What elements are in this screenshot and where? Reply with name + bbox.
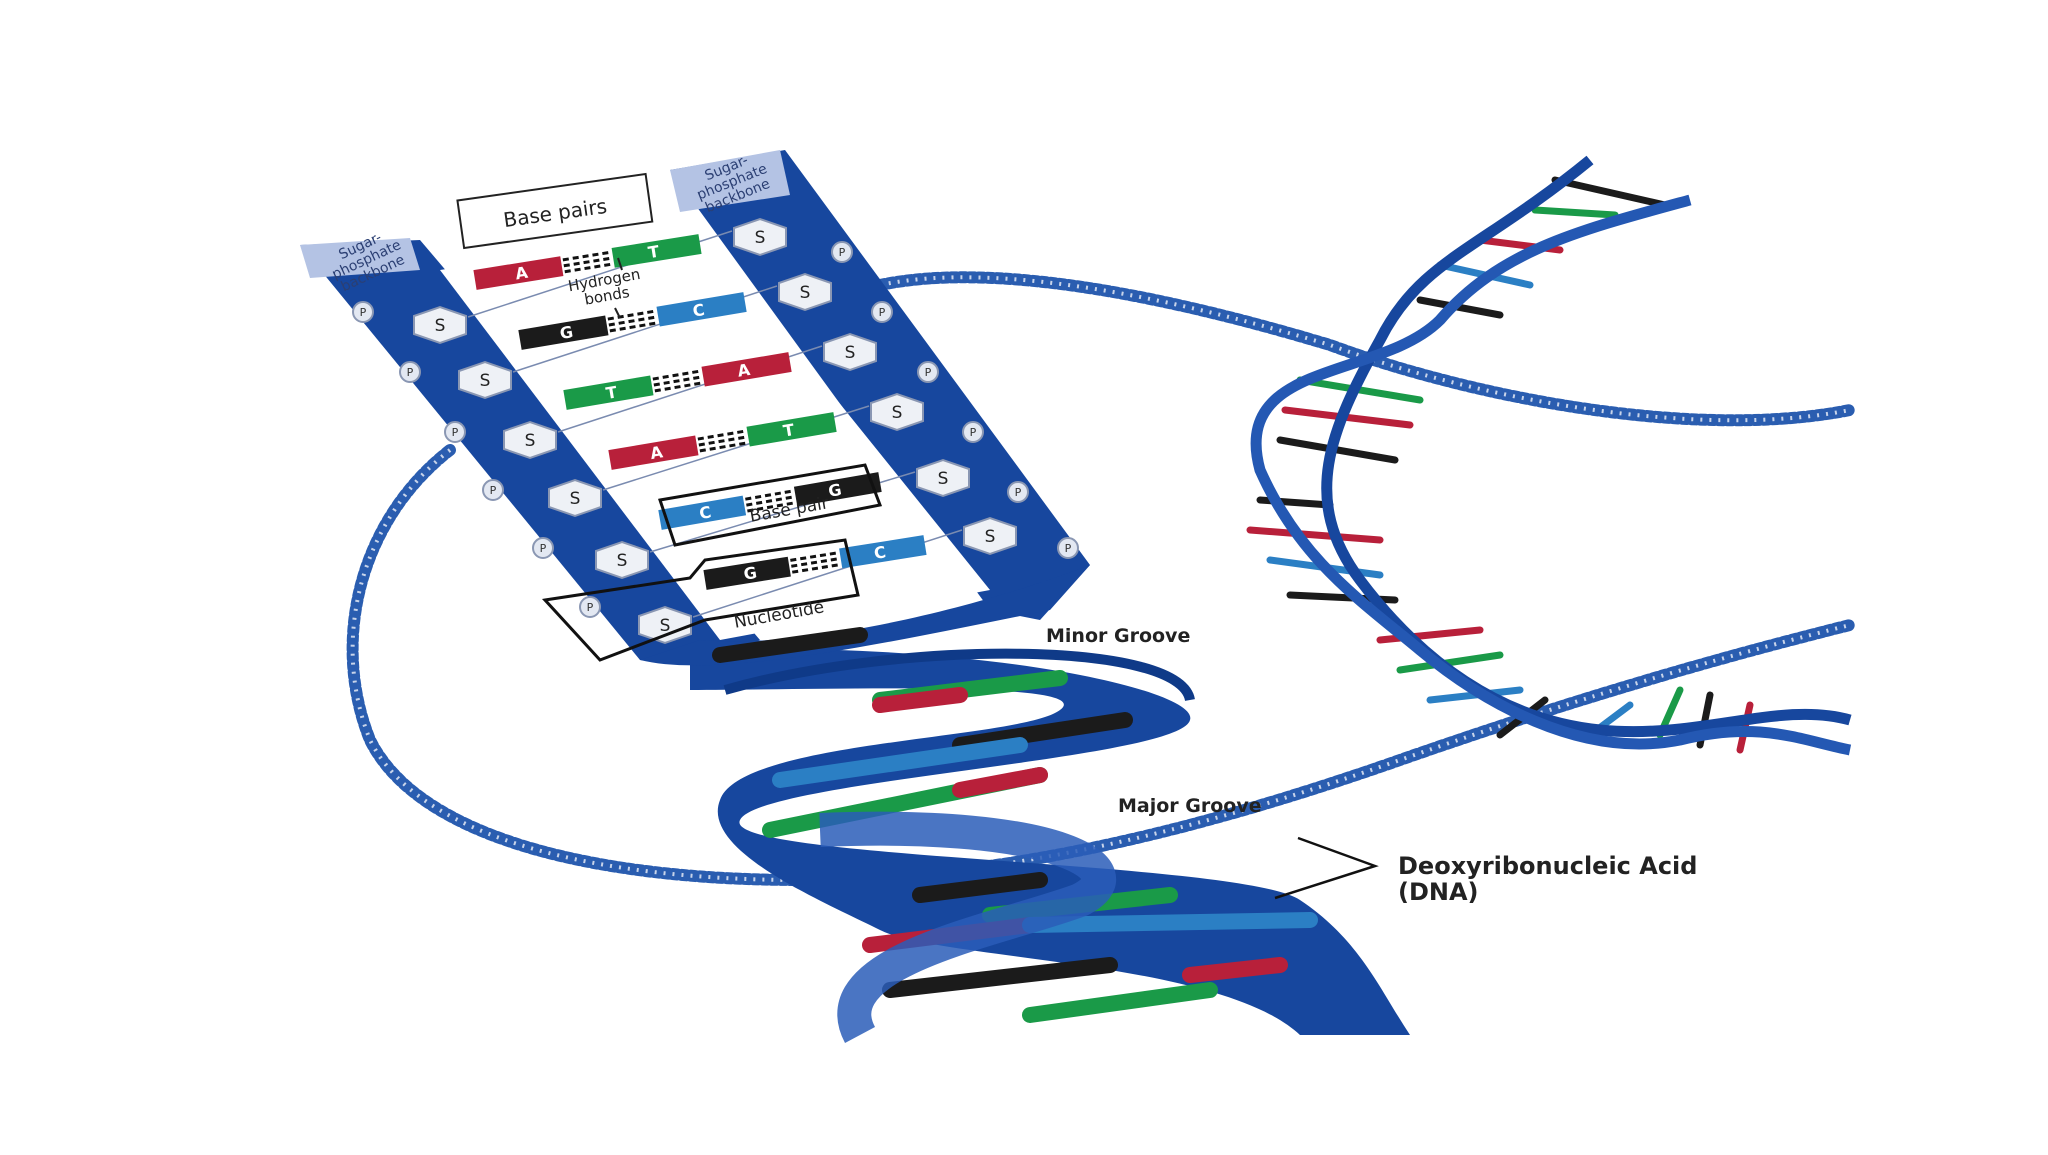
base-letter-left-5: G — [742, 563, 758, 584]
sugar-right-3: S — [870, 392, 924, 432]
phosphate-right-2: P — [917, 361, 939, 383]
base-right-1 — [656, 292, 747, 327]
base-letter-right-3: T — [782, 420, 796, 441]
dna-title-line-2: (DNA) — [1398, 878, 1479, 906]
sugar-right-5: S — [963, 516, 1017, 556]
base-left-0 — [473, 256, 564, 290]
base-pair-4: CG — [658, 472, 882, 530]
svg-text:P: P — [452, 426, 459, 439]
svg-text:S: S — [755, 228, 766, 248]
svg-text:P: P — [360, 306, 367, 319]
base-left-5 — [703, 556, 791, 590]
base-letter-right-4: G — [827, 480, 843, 501]
phosphate-right-1: P — [871, 301, 893, 323]
base-left-1 — [518, 315, 609, 350]
base-letter-right-2: A — [736, 360, 752, 381]
base-pair-2: TA — [563, 352, 792, 410]
base-right-3 — [746, 412, 837, 447]
svg-text:P: P — [490, 484, 497, 497]
base-letter-left-3: A — [649, 442, 665, 463]
base-right-0 — [611, 234, 702, 268]
svg-text:S: S — [985, 527, 996, 547]
base-left-3 — [608, 435, 699, 470]
sugar-right-4: S — [916, 458, 970, 498]
svg-text:S: S — [617, 551, 628, 571]
base-right-2 — [701, 352, 792, 387]
svg-text:S: S — [480, 371, 491, 391]
base-letter-left-2: T — [605, 382, 619, 403]
base-letter-right-0: T — [647, 242, 661, 262]
base-pair-0: AT — [473, 234, 702, 290]
dna-title-callout: Deoxyribonucleic Acid (DNA) — [1274, 836, 1697, 906]
hydrogen-bond — [564, 262, 613, 274]
svg-text:S: S — [525, 431, 536, 451]
svg-text:P: P — [1065, 542, 1072, 555]
svg-text:P: P — [839, 246, 846, 259]
base-pair-5: GC — [703, 535, 927, 590]
right-double-helix — [1246, 155, 1852, 756]
svg-text:P: P — [407, 366, 414, 379]
dna-title-line-1: Deoxyribonucleic Acid — [1398, 852, 1697, 880]
hydrogen-bond — [747, 501, 795, 513]
base-pair-1: GC — [518, 292, 747, 350]
svg-text:S: S — [938, 469, 949, 489]
hydrogen-bond — [562, 250, 611, 262]
phosphate-left-4: P — [532, 537, 554, 559]
base-right-4 — [793, 472, 882, 507]
sugar-left-5: S — [638, 605, 692, 645]
major-groove-label: Major Groove — [1118, 795, 1262, 817]
svg-text:P: P — [925, 366, 932, 379]
base-right-5 — [839, 535, 927, 569]
svg-text:P: P — [1015, 486, 1022, 499]
base-left-2 — [563, 375, 654, 410]
base-letter-left-0: A — [514, 263, 530, 284]
sugar-left-4: S — [595, 540, 649, 580]
sugar-right-2: S — [823, 332, 877, 372]
minor-groove-label: Minor Groove — [1046, 625, 1190, 647]
base-pairs-label: Base pairs — [456, 172, 654, 250]
base-left-4 — [658, 495, 747, 530]
svg-text:S: S — [800, 283, 811, 303]
sugar-left-3: S — [548, 478, 602, 518]
hydrogen-bond — [697, 429, 746, 441]
svg-text:P: P — [587, 601, 594, 614]
hydrogen-bond — [746, 495, 794, 507]
phosphate-right-0: P — [831, 241, 853, 263]
svg-text:S: S — [570, 489, 581, 509]
svg-text:P: P — [970, 426, 977, 439]
phosphate-right-5: P — [1057, 537, 1079, 559]
svg-text:S: S — [892, 403, 903, 423]
phosphate-left-0: P — [352, 301, 374, 323]
hydrogen-bond — [563, 256, 612, 268]
sugar-right-0: S — [733, 217, 787, 257]
svg-text:P: P — [879, 306, 886, 319]
base-letter-left-4: C — [698, 502, 713, 523]
hydrogen-bond — [652, 369, 701, 381]
sugar-left-2: S — [503, 420, 557, 460]
hydrogen-bond — [607, 309, 656, 321]
sugar-right-1: S — [778, 272, 832, 312]
base-letter-right-5: C — [873, 542, 888, 563]
main-double-helix — [690, 648, 1410, 1043]
phosphate-left-1: P — [399, 361, 421, 383]
sugar-left-1: S — [458, 360, 512, 400]
unwound-ladder — [300, 150, 1090, 666]
hydrogen-bond — [745, 489, 793, 501]
svg-text:S: S — [845, 343, 856, 363]
svg-text:S: S — [435, 316, 446, 336]
base-letter-left-1: G — [558, 322, 574, 343]
phosphate-left-2: P — [444, 421, 466, 443]
svg-text:P: P — [540, 542, 547, 555]
phosphate-right-4: P — [1007, 481, 1029, 503]
svg-text:S: S — [660, 616, 671, 636]
phosphate-left-3: P — [482, 479, 504, 501]
phosphate-left-5: P — [579, 596, 601, 618]
base-letter-right-1: C — [691, 300, 706, 321]
sugar-left-0: S — [413, 305, 467, 345]
phosphate-right-3: P — [962, 421, 984, 443]
